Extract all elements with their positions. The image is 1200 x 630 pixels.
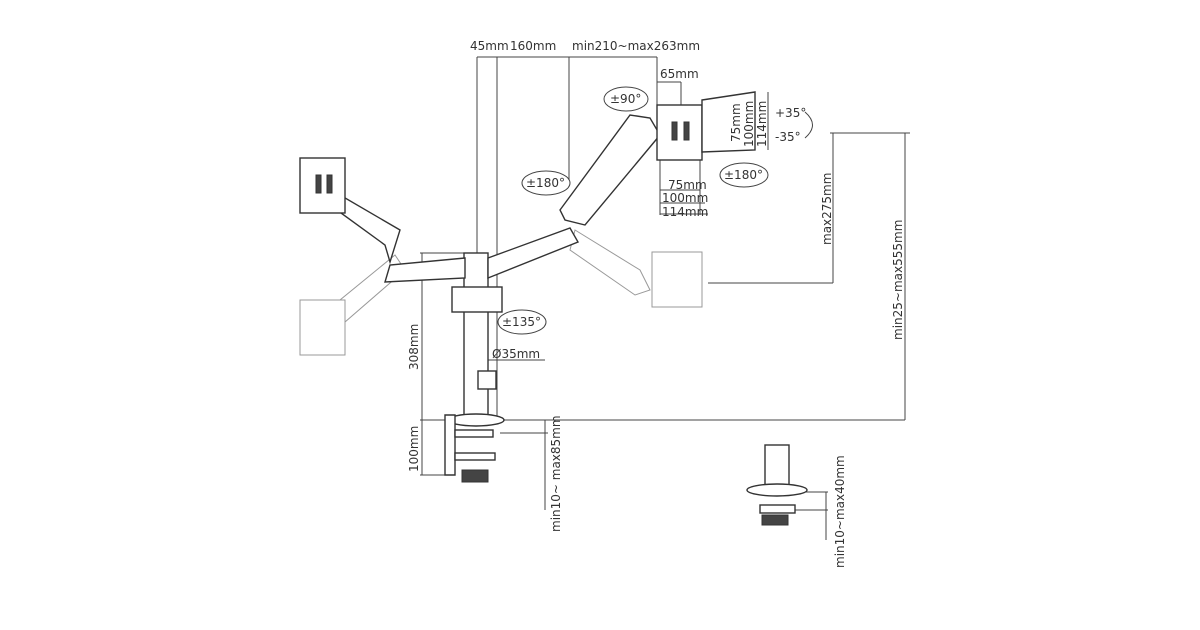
rotation-labels: ±90° +35° -35° ±180° ±180° ±135° [497,86,813,335]
dim-45: 45mm [470,39,509,53]
left-arm [299,157,466,283]
rotate-label: ±90° [610,92,641,106]
dim-vesa-h-114: 114mm [662,205,708,219]
dim-vesa-v-114: 114mm [755,101,769,147]
dim-total-height: min25~max555mm [891,220,905,340]
right-arm [487,91,756,280]
dim-vesa-v-100: 100mm [742,101,756,147]
dim-vesa-h-75: 75mm [668,178,707,192]
swivel-base-label: ±135° [502,315,541,329]
dim-160: 160mm [510,39,556,53]
dim-grommet-range: min10~max40mm [833,455,847,568]
ghost-left-arm [299,254,406,356]
swivel-head-label: ±180° [724,168,763,182]
dim-arm-length: min210~max263mm [572,39,700,53]
pole-and-clamp [444,252,505,483]
dim-clamp-range: min10~ max85mm [549,415,563,532]
dim-pole-height: 308mm [407,324,421,370]
grommet-mount [746,444,808,526]
tilt-down-label: -35° [775,130,801,144]
ghost-right-arm [569,229,703,308]
dim-vesa-offset: 65mm [660,67,699,81]
dim-clamp-height: 100mm [407,426,421,472]
dim-pole-diameter: Ø35mm [492,347,540,361]
dim-vesa-v-75: 75mm [729,103,743,142]
swivel-arm-label: ±180° [526,176,565,190]
tilt-up-label: +35° [775,106,806,120]
dim-vesa-h-100: 100mm [662,191,708,205]
dim-arm-height: max275mm [820,173,834,245]
